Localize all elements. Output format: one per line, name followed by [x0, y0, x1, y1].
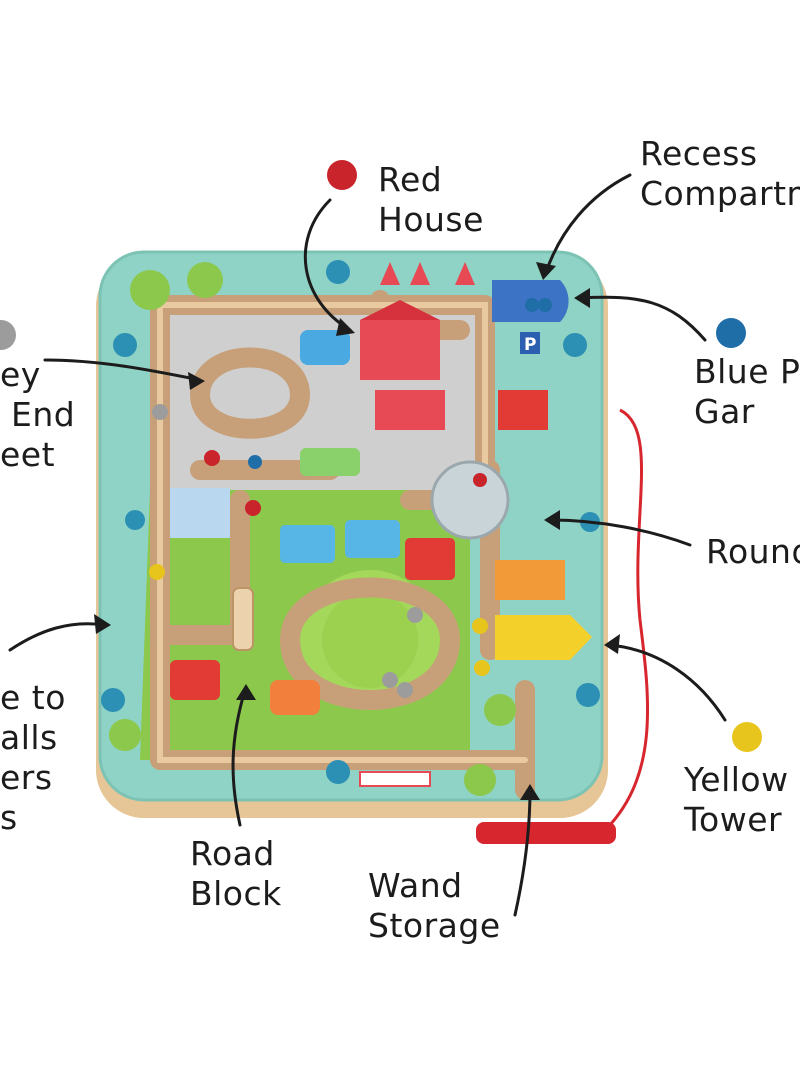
road-block-slider	[232, 587, 254, 651]
green-car	[300, 448, 360, 476]
fire-truck	[498, 390, 548, 430]
svg-text:P: P	[524, 335, 536, 355]
orange-house	[495, 560, 565, 600]
yellow-tower-label: Yellow Tower	[684, 760, 789, 839]
yellow-tower-building	[495, 615, 570, 660]
yellow-ball-icon	[732, 722, 762, 752]
train-engine	[405, 538, 455, 580]
traffic-cones	[380, 262, 475, 285]
recessed-compartment-label: Recess Compartm	[640, 134, 800, 213]
wall-side-label: e to alls ers s	[0, 678, 66, 837]
train-car-2	[345, 520, 400, 558]
parking-p-icon	[520, 332, 540, 354]
red-tractor	[170, 660, 220, 700]
board-studs	[101, 260, 600, 784]
blue-parking-garage-label: Blue P Gar	[694, 352, 800, 431]
blue-ball-icon	[716, 318, 746, 348]
train-car-1	[280, 525, 335, 563]
wand-string	[598, 408, 650, 837]
callout-arrows	[8, 173, 727, 917]
blue-building	[170, 488, 230, 538]
grey-ball-icon	[0, 320, 16, 350]
callout-arrowheads	[94, 262, 620, 800]
roundabout-label: Round	[706, 532, 800, 571]
blue-car	[300, 330, 350, 365]
road-barrier	[359, 771, 431, 787]
wand-storage-label: Wand Storage	[368, 866, 501, 945]
grey-dead-end-label: ey End eet	[0, 355, 76, 474]
red-ball-icon	[327, 160, 357, 190]
magnetic-wand	[476, 822, 616, 844]
orange-car	[270, 680, 320, 715]
maze-track-highlights	[157, 302, 528, 763]
roundabout-disk	[430, 460, 510, 540]
red-house-building	[360, 320, 440, 380]
park-inner	[322, 592, 418, 688]
red-house-label: Red House	[378, 160, 484, 239]
road-block-label: Road Block	[190, 834, 282, 913]
maze-balls	[149, 298, 552, 698]
board-edge	[98, 250, 604, 802]
trees	[109, 262, 516, 796]
